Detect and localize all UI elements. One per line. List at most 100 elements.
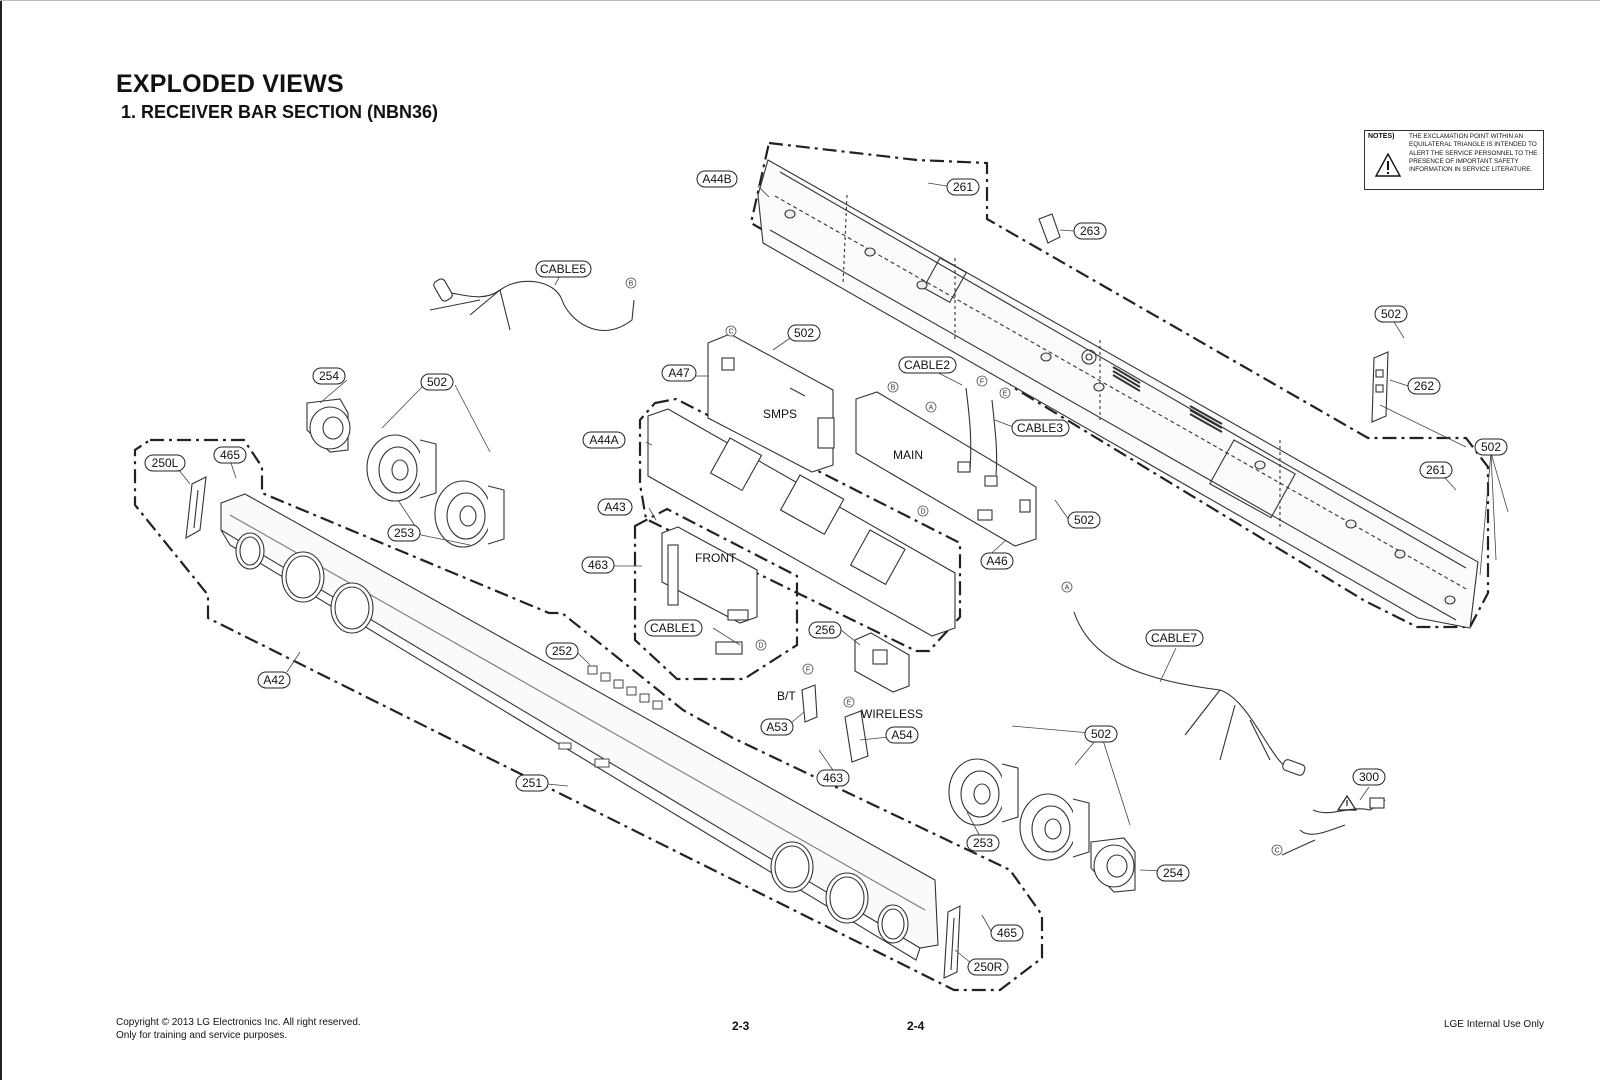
footer-classification: LGE Internal Use Only (1443, 1019, 1544, 1030)
notes-text: THE EXCLAMATION POINT WITHIN AN EQUILATE… (1409, 133, 1538, 174)
receiver-bar-back-a44b (757, 159, 1479, 629)
svg-text:502: 502 (427, 375, 447, 389)
svg-text:D: D (920, 509, 925, 516)
svg-text:B: B (629, 281, 634, 288)
board-labels: SMPS MAIN FRONT B/T WIRELESS (695, 407, 923, 721)
svg-text:502: 502 (794, 326, 814, 340)
svg-text:A47: A47 (668, 366, 690, 380)
a44a-group-outline (638, 397, 962, 653)
cable5-wire (439, 280, 635, 331)
wireless-module-a54 (844, 710, 869, 763)
footer-copyright: Copyright © 2013 LG Electronics Inc. All… (116, 1017, 361, 1028)
bt-module-a53 (801, 684, 818, 723)
svg-text:D: D (758, 643, 763, 650)
svg-text:CABLE2: CABLE2 (904, 358, 950, 372)
a43-group-outline (633, 507, 799, 681)
svg-text:502: 502 (1091, 727, 1111, 741)
connector-e-wireless: E (843, 696, 855, 708)
board-label-front: FRONT (695, 551, 737, 565)
svg-text:CABLE3: CABLE3 (1017, 421, 1063, 435)
svg-text:254: 254 (1163, 866, 1183, 880)
svg-text:CABLE7: CABLE7 (1151, 631, 1197, 645)
svg-text:465: 465 (220, 448, 240, 462)
svg-text:261: 261 (953, 180, 973, 194)
callout-a54: A54 (885, 726, 919, 744)
svg-text:A53: A53 (766, 720, 788, 734)
page-edge-top (0, 0, 1600, 1)
callout-a43: A43 (597, 498, 633, 516)
callout-465-right: 465 (990, 924, 1024, 942)
callout-cable7: CABLE7 (1145, 629, 1204, 647)
connector-b-cable5: B (625, 277, 637, 289)
svg-text:250R: 250R (974, 960, 1003, 974)
leader-lines (174, 182, 1509, 964)
svg-text:B: B (891, 385, 896, 392)
page-edge (0, 0, 2, 1080)
bracket-263 (1038, 213, 1061, 244)
svg-text:251: 251 (522, 776, 542, 790)
callout-502-right-mid: 502 (1474, 438, 1508, 456)
svg-text:502: 502 (1074, 513, 1094, 527)
svg-text:A: A (929, 405, 934, 412)
connector-f-bt: F (802, 663, 814, 675)
speaker-253-left-1 (366, 434, 437, 502)
side-brackets (185, 351, 1389, 979)
callout-502-speaker: 502 (1084, 725, 1118, 743)
svg-text:A: A (1065, 585, 1070, 592)
connector-c-a47: C (725, 325, 737, 337)
callout-262: 262 (1407, 377, 1441, 395)
footer-copyright-block: Copyright © 2013 LG Electronics Inc. All… (116, 1016, 361, 1042)
svg-text:C: C (728, 329, 733, 336)
callout-502-a47: 502 (787, 324, 821, 342)
callout-a44a: A44A (582, 431, 626, 449)
callout-cable2: CABLE2 (898, 356, 957, 374)
speakers (306, 398, 1136, 893)
board-label-bt: B/T (777, 689, 796, 703)
callout-251: 251 (515, 774, 549, 792)
callout-a46: A46 (980, 552, 1014, 570)
callout-cable3: CABLE3 (1011, 419, 1070, 437)
svg-text:502: 502 (1381, 307, 1401, 321)
svg-text:A43: A43 (604, 500, 626, 514)
svg-text:263: 263 (1080, 224, 1100, 238)
svg-text:A44B: A44B (702, 172, 731, 186)
svg-text:A46: A46 (986, 554, 1008, 568)
svg-text:463: 463 (823, 771, 843, 785)
callout-502-right-top: 502 (1374, 305, 1408, 323)
callout-465-left: 465 (213, 446, 247, 464)
connector-f-cable2: F (976, 375, 988, 387)
callout-a53: A53 (760, 718, 794, 736)
footer-usage: Only for training and service purposes. (116, 1030, 288, 1041)
page-title: EXPLODED VIEWS (116, 70, 344, 98)
svg-text:465: 465 (997, 926, 1017, 940)
cables (429, 278, 1386, 856)
svg-text:C: C (1274, 848, 1279, 855)
callout-300: 300 (1352, 768, 1386, 786)
svg-text:252: 252 (552, 644, 572, 658)
svg-text:250L: 250L (152, 456, 179, 470)
speaker-253-left-2 (434, 480, 505, 548)
callout-256: 256 (808, 621, 842, 639)
connector-e-cable3: E (999, 387, 1011, 399)
svg-text:E: E (847, 700, 852, 707)
callout-a47: A47 (661, 364, 697, 382)
connector-d-front: D (755, 639, 767, 651)
receiver-bar-front-a42 (220, 493, 939, 961)
callout-261-right: 261 (1419, 461, 1453, 479)
connector-a-main: A (925, 401, 937, 413)
svg-text:253: 253 (394, 526, 414, 540)
board-label-smps: SMPS (763, 407, 797, 421)
callout-cable5: CABLE5 (535, 260, 592, 278)
callout-a44b: A44B (696, 170, 738, 188)
svg-text:254: 254 (319, 369, 339, 383)
callout-254-right: 254 (1156, 864, 1190, 882)
page-number-right: 2-4 (907, 1019, 925, 1033)
speaker-254-left (306, 398, 351, 453)
callout-502-main: 502 (1067, 511, 1101, 529)
callout-261-top: 261 (946, 178, 980, 196)
callouts: A44B 261 263 CABLE5 502 A47 CABLE2 CABLE… (144, 170, 1508, 976)
svg-text:256: 256 (815, 623, 835, 637)
warning-triangle-icon (1374, 152, 1402, 182)
callout-463-left: 463 (581, 556, 615, 574)
notes-label: NOTES) (1368, 133, 1395, 140)
